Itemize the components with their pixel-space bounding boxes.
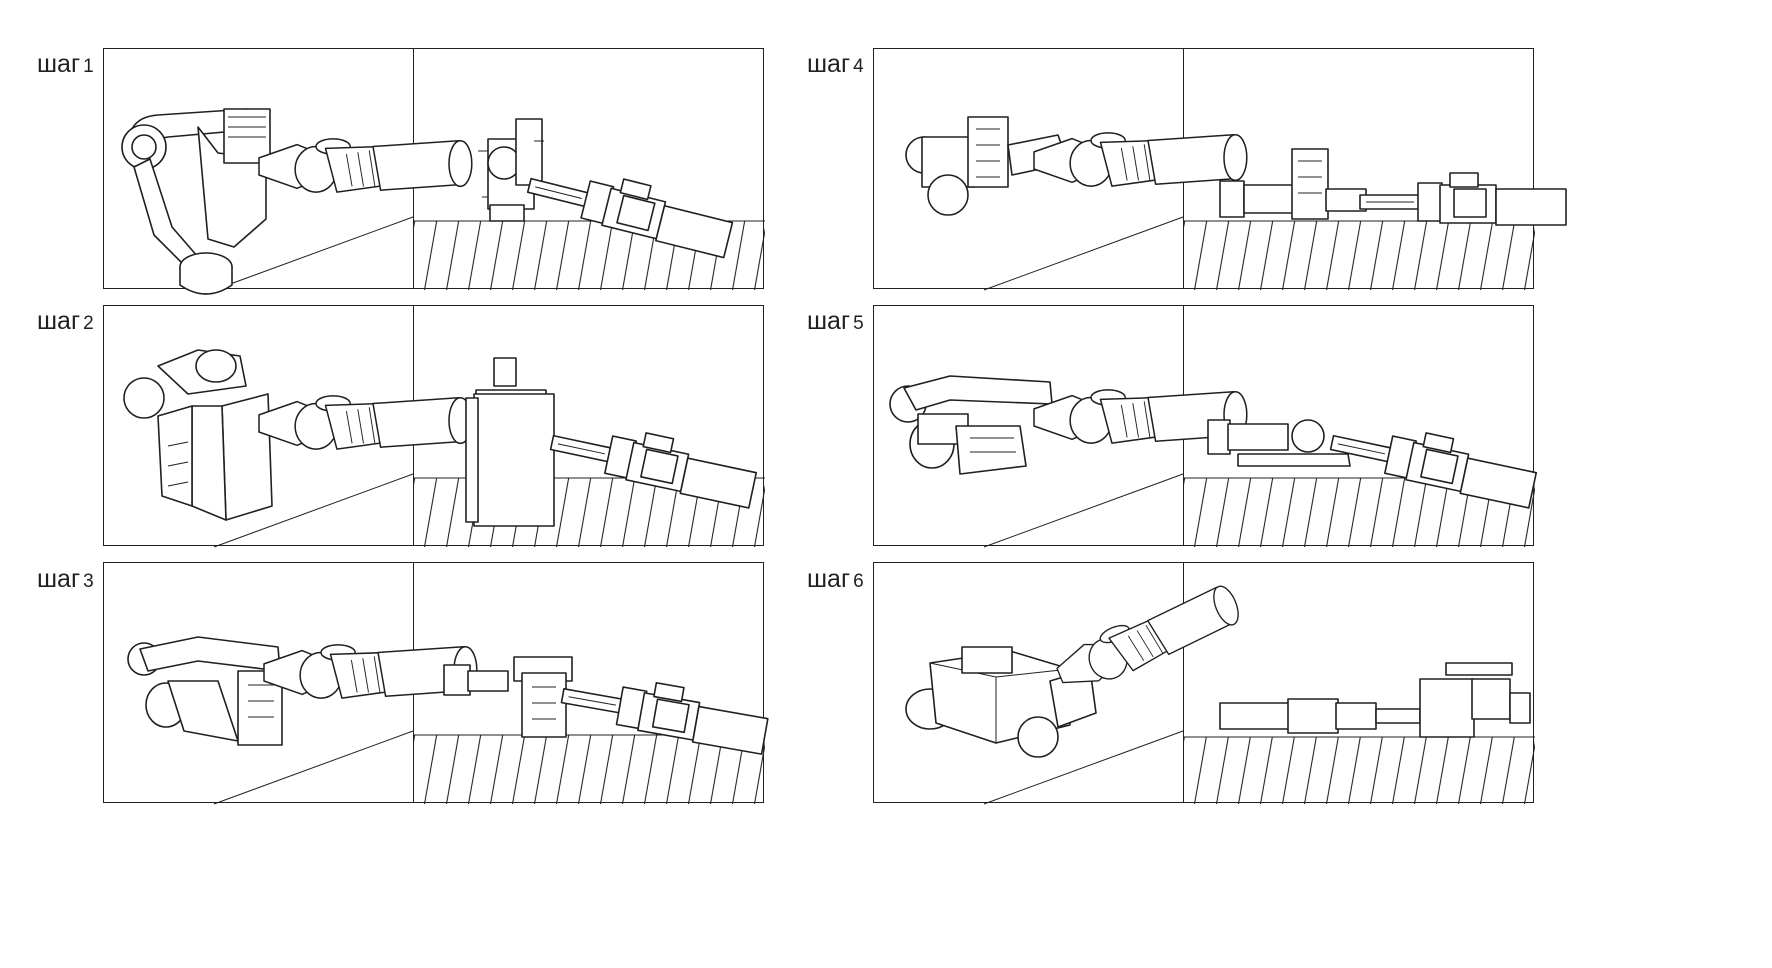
step-5-illustration <box>889 375 1541 548</box>
step-1-word: шаг <box>37 50 81 78</box>
step-2-panel <box>103 305 765 548</box>
step-1-illustration <box>121 108 765 295</box>
step-5-word: шаг <box>807 307 851 335</box>
step-3-number: 3 <box>83 571 94 592</box>
step-5-panel <box>873 305 1541 548</box>
step-2-number: 2 <box>83 313 94 334</box>
step-1-panel <box>103 48 765 295</box>
step-4-number: 4 <box>853 56 864 77</box>
step-4-panel <box>873 48 1567 291</box>
step-4-illustration <box>905 116 1567 291</box>
step-3-word: шаг <box>37 565 81 593</box>
step-2-word: шаг <box>37 307 81 335</box>
step-3-panel <box>103 562 772 805</box>
step-6-number: 6 <box>853 571 864 592</box>
step-6-divider <box>1183 563 1184 802</box>
step-6-word: шаг <box>807 565 851 593</box>
step-4-word: шаг <box>807 50 851 78</box>
step-1-number: 1 <box>83 56 94 77</box>
step-6-panel <box>873 562 1535 805</box>
step-2-illustration <box>123 349 765 548</box>
step-3-illustration <box>127 636 772 805</box>
step-6-illustration <box>905 580 1535 805</box>
step-5-number: 5 <box>853 313 864 334</box>
